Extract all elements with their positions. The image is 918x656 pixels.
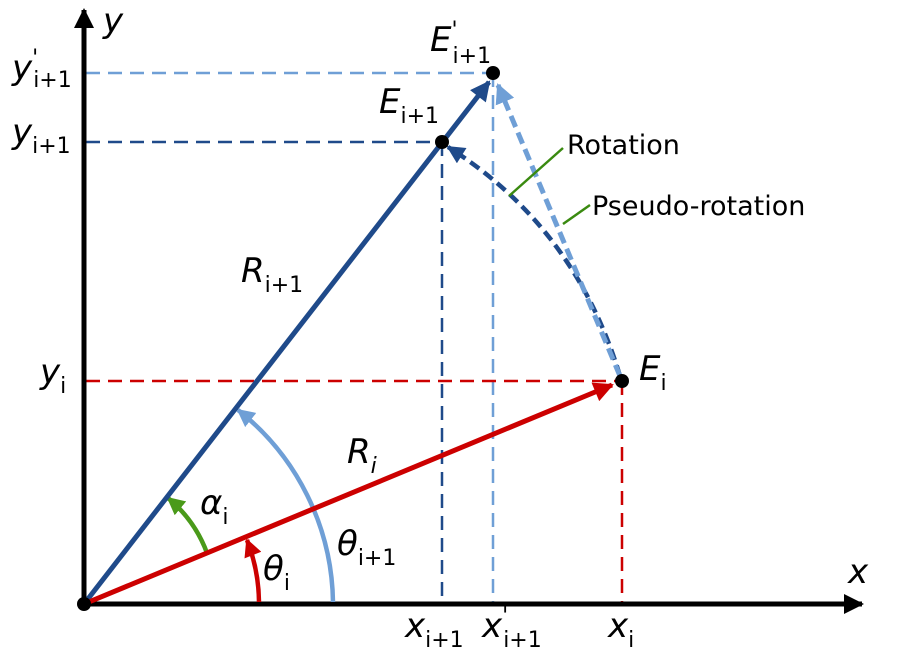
label-x-i: xi bbox=[607, 606, 634, 653]
label-x-prime-next: x'i+1 bbox=[481, 604, 542, 653]
label-y-i: yi bbox=[39, 352, 66, 399]
annotation-pseudo-rotation: Pseudo-rotation bbox=[592, 191, 805, 222]
rotation-arc bbox=[446, 145, 623, 377]
point-e-i bbox=[615, 374, 629, 388]
label-theta-i: θi bbox=[263, 549, 290, 596]
vector-r-i bbox=[83, 382, 614, 607]
label-e-i: Ei bbox=[639, 349, 667, 396]
label-theta-next: θi+1 bbox=[337, 524, 396, 571]
label-r-i: Ri bbox=[347, 432, 377, 479]
label-r-next: Ri+1 bbox=[241, 251, 303, 298]
y-axis-label: y bbox=[102, 1, 124, 41]
vector-r-next bbox=[82, 80, 491, 606]
annotation-rotation: Rotation bbox=[567, 130, 680, 161]
label-x-next: xi+1 bbox=[404, 606, 464, 653]
label-e-next: Ei+1 bbox=[379, 82, 439, 129]
pseudo-rotation-leader bbox=[562, 203, 591, 226]
label-y-prime-next: y'i+1 bbox=[11, 46, 72, 93]
theta-next-arc bbox=[236, 408, 336, 603]
label-e-prime-next: E'i+1 bbox=[430, 18, 491, 69]
x-axis-label: x bbox=[847, 552, 869, 592]
point-e-prime-next bbox=[486, 66, 500, 80]
origin-point bbox=[77, 597, 91, 611]
point-e-next bbox=[435, 135, 449, 149]
label-alpha: αi bbox=[200, 483, 229, 530]
rotation-leader bbox=[508, 147, 564, 197]
pseudo-rotation-line bbox=[495, 83, 623, 377]
theta-i-arc bbox=[244, 538, 262, 603]
alpha-arc bbox=[166, 496, 210, 554]
label-y-next: yi+1 bbox=[11, 112, 71, 159]
